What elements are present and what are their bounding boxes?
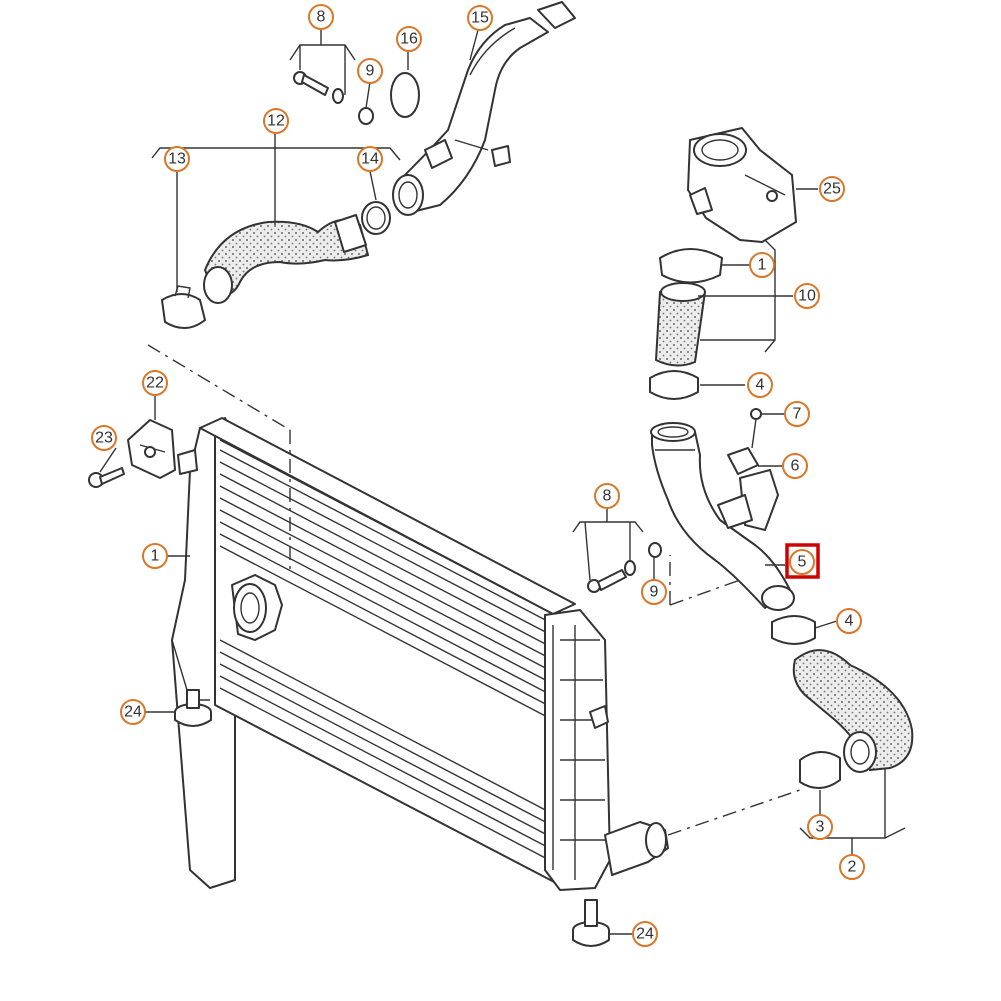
upper-charge-pipe (293, 1, 576, 216)
callout-16: 16 (396, 26, 422, 52)
callout-9-right: 9 (641, 579, 667, 605)
svg-text:7: 7 (793, 406, 802, 423)
callout-15: 15 (467, 5, 493, 31)
callout-6: 6 (782, 453, 808, 479)
svg-text:14: 14 (361, 151, 379, 168)
throttle-body (687, 127, 797, 243)
sensor-6 (727, 447, 759, 475)
svg-text:6: 6 (791, 458, 800, 475)
callout-8-top: 8 (308, 4, 334, 30)
svg-text:23: 23 (95, 430, 113, 447)
bolt-7 (750, 408, 762, 449)
svg-text:5: 5 (798, 554, 807, 571)
callout-25: 25 (819, 176, 845, 202)
svg-text:8: 8 (317, 9, 326, 26)
callout-24-bottom: 24 (632, 921, 658, 947)
svg-text:16: 16 (400, 31, 418, 48)
intercooler-fins (219, 439, 556, 864)
svg-text:13: 13 (168, 151, 186, 168)
callout-14: 14 (357, 146, 383, 172)
svg-text:9: 9 (650, 584, 659, 601)
clamp-4-lower (771, 615, 816, 645)
rubber-mount-bottom (572, 899, 610, 947)
callout-5: 5 (789, 549, 815, 575)
svg-text:4: 4 (756, 377, 765, 394)
bolt-8-washer-9-right (587, 542, 662, 593)
svg-text:24: 24 (636, 926, 654, 943)
callout-12: 12 (263, 108, 289, 134)
callout-8-right: 8 (594, 483, 620, 509)
svg-text:1: 1 (151, 548, 160, 565)
callout-9-top: 9 (357, 58, 383, 84)
callout-7: 7 (784, 401, 810, 427)
callout-10: 10 (794, 283, 820, 309)
charge-pipe-5 (650, 422, 795, 611)
lower-hose-2 (792, 649, 914, 773)
callout-3: 3 (807, 814, 833, 840)
bolt-23 (88, 467, 125, 488)
svg-text:25: 25 (823, 181, 841, 198)
callout-4-lower: 4 (836, 608, 862, 634)
svg-text:24: 24 (124, 704, 142, 721)
callout-23: 23 (91, 425, 117, 451)
callout-1-left: 1 (142, 543, 168, 569)
callout-1-upper: 1 (749, 252, 775, 278)
svg-text:22: 22 (146, 375, 164, 392)
bracket (127, 419, 176, 479)
intercooler (171, 417, 669, 947)
svg-text:3: 3 (816, 819, 825, 836)
callout-2: 2 (839, 854, 865, 880)
svg-text:8: 8 (603, 488, 612, 505)
callout-13: 13 (164, 146, 190, 172)
callout-4-upper: 4 (747, 372, 773, 398)
upper-left-hose (161, 201, 391, 329)
svg-text:1: 1 (758, 257, 767, 274)
intake-hose-10 (654, 248, 723, 367)
svg-text:4: 4 (845, 613, 854, 630)
clamp-3 (799, 751, 841, 789)
callout-24-top: 24 (120, 699, 146, 725)
callout-22: 22 (142, 370, 168, 396)
leader-lines (99, 29, 906, 935)
assembly-lines (147, 344, 801, 836)
svg-text:2: 2 (848, 859, 857, 876)
highlight-box-part-5 (785, 543, 820, 579)
svg-text:12: 12 (267, 113, 285, 130)
svg-text:9: 9 (366, 63, 375, 80)
svg-text:10: 10 (798, 288, 816, 305)
clamp-4-upper (649, 370, 699, 400)
svg-text:15: 15 (471, 10, 489, 27)
